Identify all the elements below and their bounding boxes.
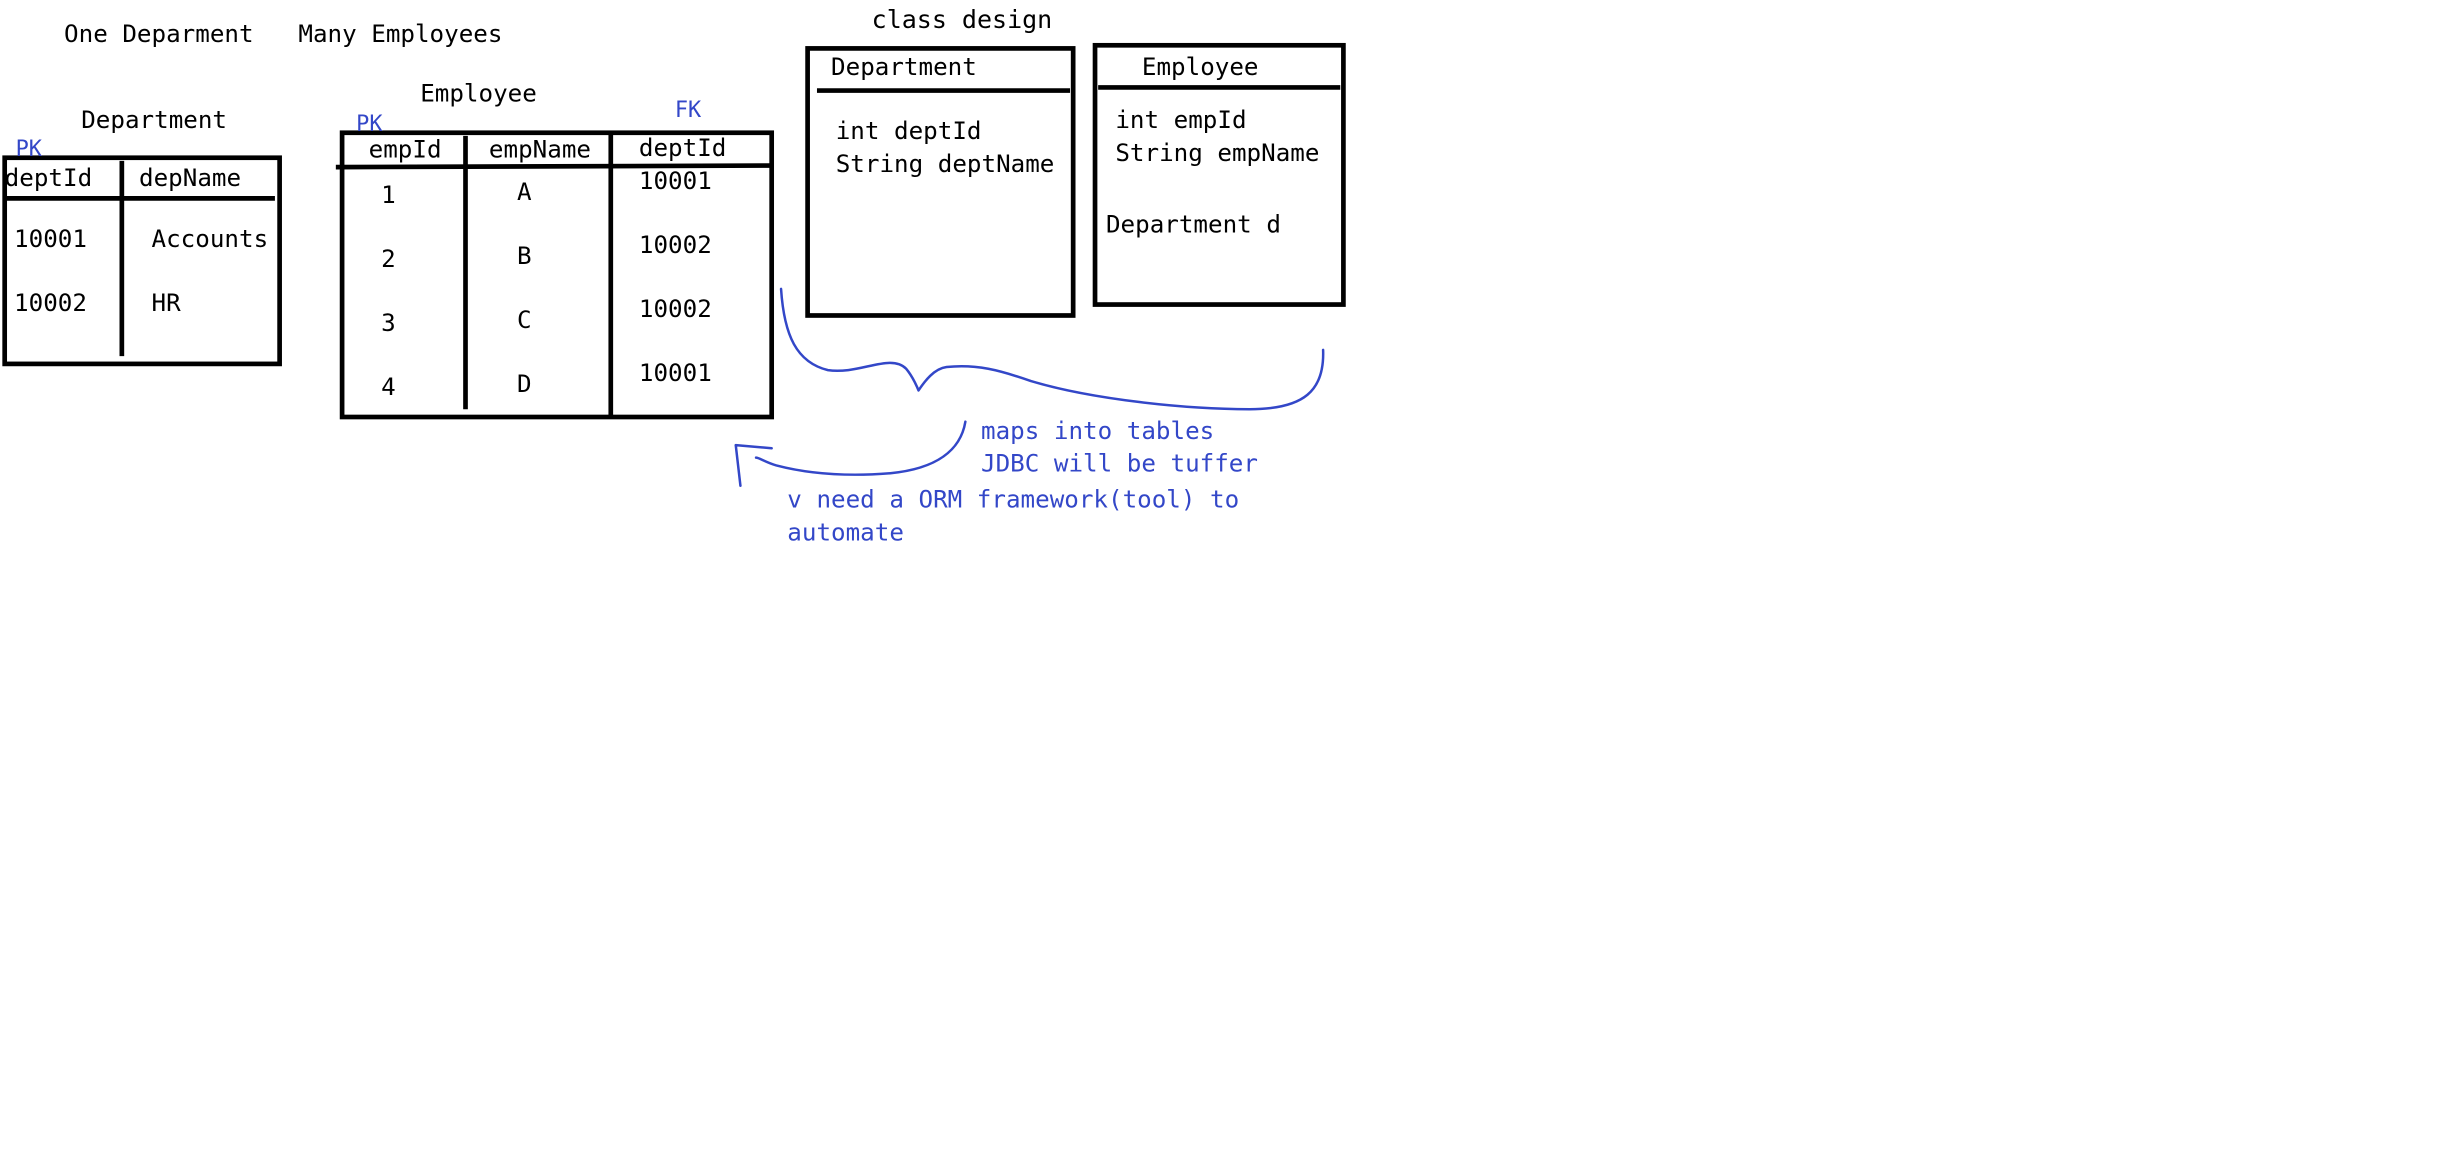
employee-cell-r3-empname: C <box>517 306 532 335</box>
department-cell-r2-depname: HR <box>151 288 181 318</box>
employee-cell-r1-empid: 1 <box>381 181 396 210</box>
department-class-field-1: int deptId <box>835 117 982 146</box>
note-maps-into-tables: maps into tables <box>980 417 1215 446</box>
employee-pk-label: PK <box>356 112 383 138</box>
department-cell-r2-deptid: 10002 <box>14 288 87 318</box>
employee-col-deptid: deptId <box>638 134 727 163</box>
employee-col-empname: empName <box>488 135 591 164</box>
department-col-depname: depName <box>139 163 242 193</box>
note-automate: automate <box>787 518 904 547</box>
department-table-title: Department <box>81 106 228 135</box>
annotation-strokes <box>734 287 1325 487</box>
employee-fk-label: FK <box>674 98 702 124</box>
heading-class-design: class design <box>871 4 1053 35</box>
note-orm-framework: v need a ORM framework(tool) to <box>787 485 1240 514</box>
employee-table-border <box>339 130 775 420</box>
class-box-lines <box>805 42 1346 318</box>
arrow-head-stroke <box>734 443 773 487</box>
department-table-lines <box>2 155 282 367</box>
employee-class-field-3: Department d <box>1105 210 1281 239</box>
department-class-border <box>805 46 1076 318</box>
heading-one-department: One Deparment <box>64 20 254 49</box>
note-jdbc-tuffer: JDBC will be tuffer <box>980 449 1258 478</box>
employee-cell-r3-empid: 3 <box>381 309 396 338</box>
employee-table-lines <box>335 130 775 420</box>
employee-col-empid: empId <box>368 135 442 164</box>
department-class-field-2: String deptName <box>835 149 1055 179</box>
employee-cell-r3-deptid: 10002 <box>638 295 712 324</box>
curly-brace-stroke <box>779 287 1325 411</box>
employee-cell-r4-empid: 4 <box>381 373 396 402</box>
arrow-curve-stroke <box>754 420 967 476</box>
employee-cell-r2-empname: B <box>517 242 532 271</box>
department-cell-r1-deptid: 10001 <box>14 224 87 254</box>
employee-cell-r4-empname: D <box>517 370 532 399</box>
employee-cell-r4-deptid: 10001 <box>638 359 712 388</box>
department-class-name: Department <box>831 53 977 82</box>
department-table-border <box>2 155 282 367</box>
employee-cell-r1-deptid: 10001 <box>638 167 712 196</box>
employee-class-name: Employee <box>1141 53 1259 82</box>
employee-class-border <box>1092 42 1346 307</box>
department-cell-r1-depname: Accounts <box>151 224 269 254</box>
heading-many-employees: Many Employees <box>298 20 503 49</box>
employee-cell-r1-empname: A <box>517 178 532 207</box>
employee-table-header-rule <box>335 163 772 170</box>
employee-class-field-1: int empId <box>1115 106 1247 135</box>
employee-class-field-2: String empName <box>1115 139 1320 168</box>
department-pk-label: PK <box>15 137 42 163</box>
employee-table-title: Employee <box>420 79 537 108</box>
employee-cell-r2-empid: 2 <box>381 245 396 274</box>
department-col-deptid: deptId <box>4 163 93 193</box>
employee-cell-r2-deptid: 10002 <box>638 231 712 260</box>
